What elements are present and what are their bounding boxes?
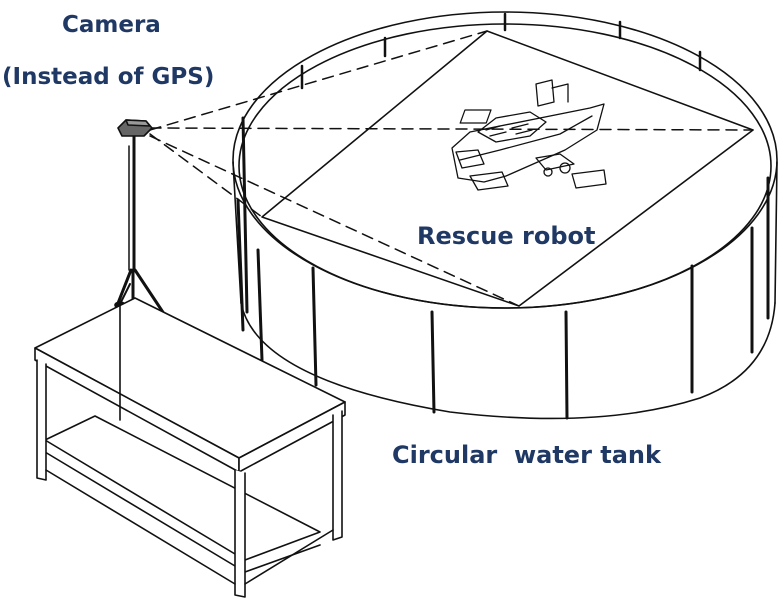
- circular-water-tank: [232, 11, 778, 420]
- camera-sight-lines: [149, 30, 754, 307]
- boat-robot-icon: [451, 79, 607, 191]
- tank-bottom-edge: [240, 302, 776, 420]
- camera-icon: [117, 119, 153, 137]
- camera-label: Camera: [62, 12, 161, 38]
- rescue-robot-label: Rescue robot: [417, 222, 596, 250]
- tank-rim-outer: [232, 11, 778, 309]
- camera-view-square: [261, 30, 754, 307]
- tank-wall-right: [774, 161, 778, 304]
- water-tank-label: Circular water tank: [392, 441, 661, 469]
- tank-posts-front: [236, 116, 770, 420]
- camera-note-label: (Instead of GPS): [2, 64, 215, 90]
- tank-posts-back: [300, 12, 702, 90]
- support-table: [34, 297, 346, 598]
